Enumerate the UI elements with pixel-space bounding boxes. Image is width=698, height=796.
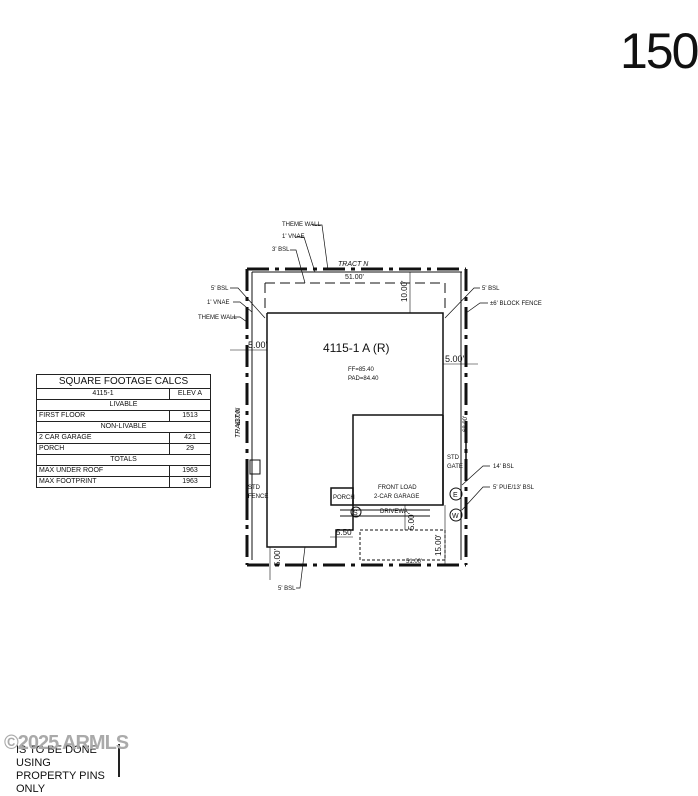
tract-top-label: TRACT N: [338, 261, 369, 268]
lot-number: 150: [620, 23, 698, 79]
row-value: 421: [169, 432, 211, 444]
vnae-top-label: 1' VNAE: [282, 234, 305, 240]
dim-front-setback: 15.00': [434, 534, 443, 556]
dim-left-depth: 68.00': [236, 409, 242, 425]
table-row: FIRST FLOOR 1513: [36, 410, 211, 422]
table-header-plan: 4115-1: [36, 388, 170, 400]
row-label: MAX FOOTPRINT: [36, 476, 170, 488]
std-fence-label-2: FENCE: [248, 494, 268, 500]
tract-left-label: TRACT N: [235, 407, 242, 438]
row-value: 1513: [169, 410, 211, 422]
section-non-livable: NON-LIVABLE: [36, 421, 211, 433]
block-fence-label: ±6' BLOCK FENCE: [490, 301, 542, 307]
setback-lines: [264, 282, 446, 313]
row-value: 1963: [169, 476, 211, 488]
vnae-left-label: 1' VNAE: [207, 300, 230, 306]
theme-wall-top-label: THEME WALL: [282, 222, 321, 228]
car-garage-label: 2-CAR GARAGE: [374, 494, 419, 500]
bsl-top-label: 3' BSL: [272, 247, 290, 253]
note-line-1: IS TO BE DONE USING: [16, 744, 97, 769]
watermark: ©2025 ARMLS: [4, 732, 129, 754]
front-load-label: FRONT LOAD: [378, 485, 417, 491]
dim-right-depth: 68.00': [463, 416, 469, 432]
note-line-2: PROPERTY PINS ONLY: [16, 770, 105, 795]
table-row: MAX UNDER ROOF 1963: [36, 465, 211, 477]
row-label: FIRST FLOOR: [36, 410, 170, 422]
dim-left-setback: 5.00': [248, 340, 268, 350]
bsl-14-label: 14' BSL: [493, 464, 514, 470]
sewer-label: S: [353, 510, 358, 517]
bsl-right-label: 5' BSL: [482, 286, 500, 292]
table-title: SQUARE FOOTAGE CALCS: [36, 374, 211, 389]
theme-wall-left-label: THEME WALL: [198, 315, 237, 321]
table-row: MAX FOOTPRINT 1963: [36, 476, 211, 488]
driveway-label: DRIVEWA: [380, 509, 408, 515]
std-fence-label-1: STD: [248, 485, 261, 491]
porch-label: PORCH: [333, 495, 355, 501]
site-plan: S E W TRACT N TRACT N THEME WALL 1' VNAE…: [198, 222, 542, 592]
row-label: 2 CAR GARAGE: [36, 432, 170, 444]
sewer-icon: [350, 506, 362, 518]
row-label: PORCH: [36, 443, 170, 455]
utility-symbols: [249, 459, 463, 522]
bsl-bottom-label: 5' BSL: [278, 586, 296, 592]
water-label: W: [452, 513, 459, 520]
section-totals: TOTALS: [36, 454, 211, 466]
dim-bottom-left-setback: 5.00': [273, 548, 282, 566]
square-footage-table: SQUARE FOOTAGE CALCS 4115-1 ELEV A LIVAB…: [36, 374, 211, 488]
table-header-elev: ELEV A: [169, 388, 211, 400]
section-livable: LIVABLE: [36, 399, 211, 411]
std-gate-label-1: STD: [447, 455, 460, 461]
driveway: [340, 509, 446, 561]
dim-top-width: 51.00': [345, 274, 364, 281]
bsl-left-label: 5' BSL: [211, 286, 229, 292]
dim-right-setback: 5.00': [445, 354, 465, 364]
house-footprint: [266, 312, 444, 548]
electric-icon: [449, 487, 463, 501]
plan-title: 4115-1 A (R): [323, 341, 389, 355]
table-row: 2 CAR GARAGE 421: [36, 432, 211, 444]
dim-bottom-width: 51.00': [406, 559, 422, 565]
row-label: MAX UNDER ROOF: [36, 465, 170, 477]
row-value: 29: [169, 443, 211, 455]
finished-floor: FF=85.40: [348, 367, 375, 373]
pad-elevation: PAD=84.40: [348, 376, 379, 382]
dim-driveway-setback: 5.00': [407, 512, 416, 530]
ac-unit-icon: [249, 459, 261, 475]
std-gate-label-2: GATE: [447, 464, 463, 470]
dim-rear-setback: 10.00': [400, 280, 409, 302]
table-row: PORCH 29: [36, 443, 211, 455]
water-icon: [449, 508, 463, 522]
dim-garage-offset: 5.50': [336, 528, 354, 537]
pue-label: 5' PUE/13' BSL: [493, 485, 535, 491]
row-value: 1963: [169, 465, 211, 477]
electric-label: E: [453, 492, 458, 499]
